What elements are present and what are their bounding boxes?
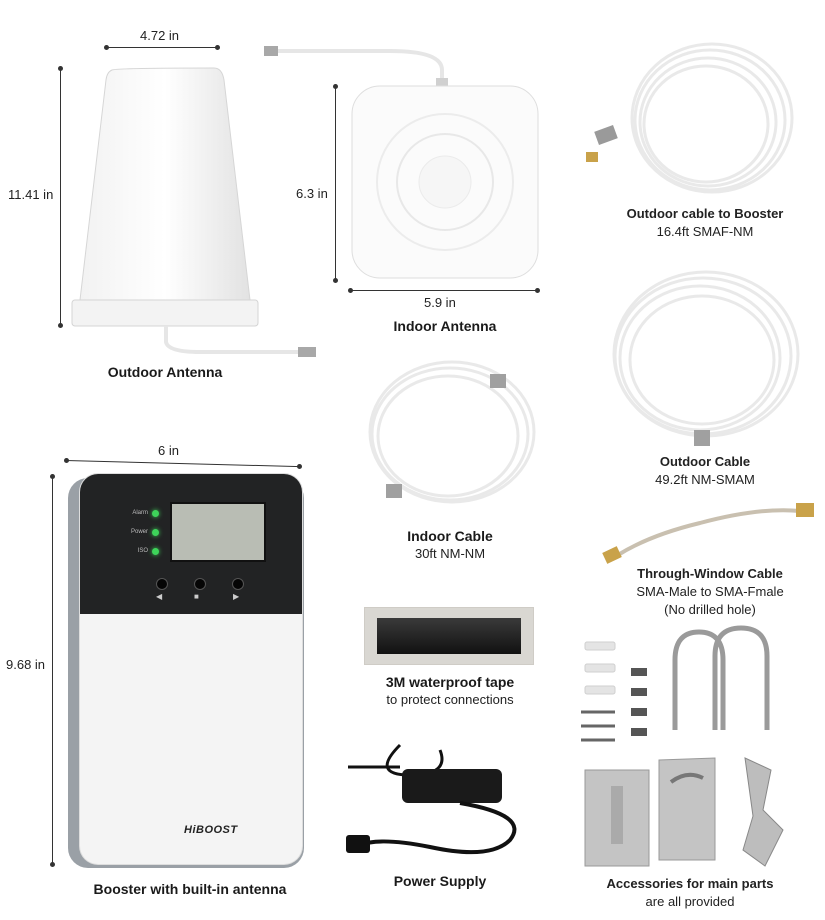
- led-iso-icon: [152, 548, 159, 555]
- booster-caption: Booster with built-in antenna: [93, 881, 287, 897]
- cable-to-booster-sub: 16.4ft SMAF-NM: [656, 224, 754, 239]
- power-supply-caption: Power Supply: [393, 873, 487, 889]
- indoor-cable-sub: 30ft NM-NM: [414, 546, 486, 561]
- indoor-antenna-image: [264, 46, 539, 279]
- tape-sub: to protect connections: [386, 692, 514, 707]
- window-cable-title: Through-Window Cable: [637, 566, 783, 581]
- outdoor-width-label: 4.72 in: [140, 28, 180, 43]
- outdoor-antenna-image: [71, 67, 316, 357]
- accessories-image: [581, 625, 784, 867]
- indoor-antenna-group: 6.3 in 5.9 in Indoor Antenna: [264, 30, 560, 350]
- power-supply-image: [346, 743, 517, 855]
- left-arrow-icon: ◀: [156, 592, 163, 601]
- outdoor-antenna-group: 4.72 in 11.41 in Outdoor Antenna: [0, 0, 316, 400]
- accessories-title: Accessories for main parts: [606, 876, 774, 891]
- led-power-icon: [152, 529, 159, 536]
- led-alarm-icon: [152, 510, 159, 517]
- lcd-screen: [170, 502, 266, 562]
- outdoor-cable-image: [612, 270, 800, 446]
- tape-title: 3M waterproof tape: [385, 674, 515, 690]
- set-button[interactable]: [194, 578, 206, 590]
- outdoor-antenna-caption: Outdoor Antenna: [107, 364, 223, 380]
- window-cable-sub1: SMA-Male to SMA-Fmale: [636, 584, 784, 599]
- outdoor-height-label: 11.41 in: [8, 187, 54, 202]
- outdoor-cable-sub: 49.2ft NM-SMAM: [655, 472, 755, 487]
- led-label-iso: ISO: [137, 548, 148, 554]
- window-cable-sub2: (No drilled hole): [664, 602, 756, 617]
- right-button[interactable]: [232, 578, 244, 590]
- booster-group: 6 in 9.68 in Alarm Power ISO ◀ ■ ▶ HiBOO…: [0, 440, 320, 910]
- booster-width-label: 6 in: [158, 443, 179, 458]
- power-supply-group: Power Supply: [340, 735, 540, 895]
- indoor-cable-title: Indoor Cable: [407, 528, 493, 544]
- led-label-alarm: Alarm: [132, 510, 148, 516]
- accessories-group: Accessories for main parts are all provi…: [575, 620, 825, 915]
- right-arrow-icon: ▶: [233, 592, 240, 601]
- outdoor-height-line: [60, 68, 61, 326]
- tape-image: [364, 607, 534, 665]
- window-cable-image: [602, 503, 814, 564]
- tape-group: 3M waterproof tape to protect connection…: [360, 605, 540, 715]
- indoor-cable-group: Indoor Cable 30ft NM-NM: [360, 360, 540, 570]
- cable-to-booster-group: Outdoor cable to Booster 16.4ft SMAF-NM: [580, 40, 825, 270]
- outdoor-cable-title: Outdoor Cable: [659, 454, 751, 469]
- left-button[interactable]: [156, 578, 168, 590]
- indoor-height-label: 6.3 in: [296, 186, 328, 201]
- cable-to-booster-title: Outdoor cable to Booster: [626, 206, 784, 221]
- accessories-sub: are all provided: [645, 894, 735, 909]
- indoor-cable-image: [368, 360, 536, 504]
- outdoor-width-line: [106, 47, 218, 48]
- window-cable-group: Through-Window Cable SMA-Male to SMA-Fma…: [590, 495, 825, 620]
- indoor-antenna-caption: Indoor Antenna: [393, 318, 497, 334]
- led-label-power: Power: [130, 529, 148, 535]
- set-square-icon: ■: [194, 592, 199, 601]
- outdoor-cable-group: Outdoor Cable 49.2ft NM-SMAM: [590, 270, 825, 490]
- cable-to-booster-image: [586, 42, 794, 194]
- booster-brand: HiBOOST: [184, 824, 238, 836]
- indoor-width-label: 5.9 in: [424, 295, 456, 310]
- booster-height-label: 9.68 in: [6, 657, 46, 672]
